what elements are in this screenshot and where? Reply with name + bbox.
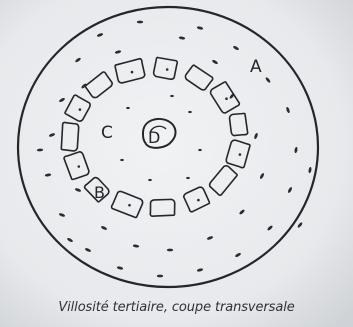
- label-a: A: [250, 57, 262, 77]
- cell-nucleus: [225, 97, 228, 100]
- label-b: B: [94, 183, 105, 202]
- diagram-caption: Villosité tertiaire, coupe transversale: [0, 300, 353, 315]
- cell-nucleus: [78, 165, 81, 168]
- cell-nucleus: [131, 71, 134, 74]
- inner-dot: [120, 159, 124, 161]
- inner-dot: [126, 107, 130, 109]
- inner-dot: [188, 111, 192, 113]
- cell-nucleus: [197, 199, 200, 202]
- label-d: D: [148, 128, 160, 147]
- stroma-dot: [157, 275, 163, 278]
- stroma-dot: [137, 21, 143, 24]
- label-c: C: [101, 123, 113, 143]
- cell-nucleus: [166, 68, 169, 71]
- inner-dot: [186, 177, 190, 179]
- stroma-dot: [167, 249, 173, 252]
- cell-nucleus: [128, 204, 131, 207]
- inner-dot: [170, 95, 174, 97]
- inner-dot: [148, 179, 152, 181]
- inner-dot: [198, 149, 202, 151]
- cell-nucleus: [79, 108, 82, 111]
- cell-nucleus: [239, 153, 242, 156]
